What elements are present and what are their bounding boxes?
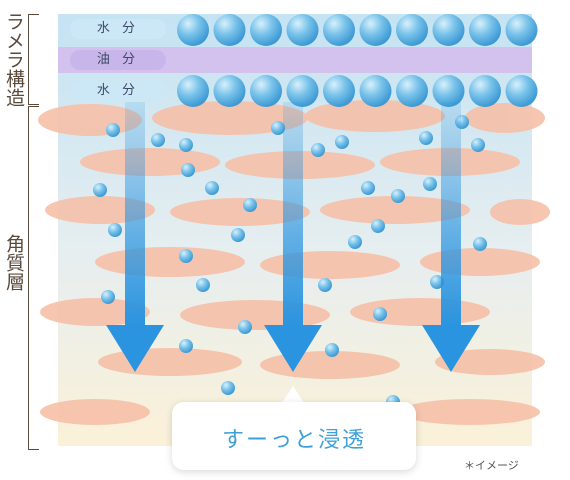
- water-bubble: [396, 14, 428, 46]
- penetration-arrow-right: [422, 102, 480, 372]
- cell: [40, 399, 150, 425]
- penetration-arrow-left: [106, 102, 164, 372]
- water-bubble: [286, 14, 319, 46]
- water-molecule: [181, 163, 195, 177]
- water-bubble: [505, 75, 538, 107]
- water-molecule: [430, 275, 444, 289]
- water-molecule: [423, 177, 437, 191]
- water-layer-label-bottom: 水 分: [70, 81, 166, 101]
- water-molecule: [473, 237, 487, 251]
- cell: [400, 399, 540, 425]
- water-molecule: [391, 189, 405, 203]
- water-bubble: [213, 14, 246, 46]
- water-bubble: [505, 14, 538, 46]
- cell: [80, 148, 220, 176]
- cell: [320, 196, 470, 224]
- cell: [490, 199, 550, 225]
- cell: [305, 100, 445, 132]
- water-bubble: [213, 75, 246, 107]
- cell: [260, 251, 400, 279]
- water-bubble: [323, 75, 355, 107]
- oil-layer-label: 油 分: [70, 50, 166, 70]
- water-molecule: [106, 123, 120, 137]
- cell: [420, 248, 540, 276]
- cell: [435, 349, 545, 375]
- stratum-bracket: [28, 106, 39, 450]
- cell: [98, 348, 242, 376]
- water-molecule: [196, 278, 210, 292]
- water-molecule: [419, 131, 433, 145]
- cell: [40, 298, 150, 326]
- water-molecule: [243, 198, 257, 212]
- water-molecule: [311, 143, 325, 157]
- cell: [170, 198, 310, 226]
- cell: [152, 101, 308, 135]
- penetration-arrows: [106, 102, 480, 372]
- water-bubble: [432, 14, 465, 46]
- water-molecule: [179, 339, 193, 353]
- water-molecule: [221, 381, 235, 395]
- water-bubble: [469, 14, 501, 46]
- water-molecule: [371, 219, 385, 233]
- water-bubble: [432, 75, 465, 107]
- water-molecule: [108, 223, 122, 237]
- water-bubble: [469, 75, 501, 107]
- water-molecule: [205, 181, 219, 195]
- water-molecule: [231, 228, 245, 242]
- water-molecule: [318, 278, 332, 292]
- water-molecule: [101, 290, 115, 304]
- lamellar-bracket: [28, 14, 39, 105]
- water-layer-label-top: 水 分: [70, 19, 166, 39]
- penetration-arrow-center: [264, 102, 322, 372]
- water-molecule: [179, 138, 193, 152]
- water-molecule: [348, 235, 362, 249]
- water-bubble: [396, 75, 428, 107]
- image-note: ＊イメージ: [464, 459, 519, 472]
- water-bubble: [323, 14, 355, 46]
- water-bubble: [359, 14, 392, 46]
- water-molecule: [373, 307, 387, 321]
- water-molecule: [471, 138, 485, 152]
- lamellar-structure-label: ラメラ構造: [3, 12, 25, 107]
- water-molecule: [179, 249, 193, 263]
- water-molecule: [271, 121, 285, 135]
- caption-text: すーっと浸透: [221, 428, 366, 453]
- water-molecules: [93, 115, 487, 409]
- water-molecule: [325, 343, 339, 357]
- stratum-corneum-label: 角質層: [3, 234, 25, 291]
- water-bubble: [177, 14, 209, 46]
- water-molecule: [238, 320, 252, 334]
- water-molecule: [151, 133, 165, 147]
- water-molecule: [335, 135, 349, 149]
- water-molecule: [361, 181, 375, 195]
- water-molecule: [93, 183, 107, 197]
- cell: [350, 298, 490, 326]
- water-bubble: [177, 75, 209, 107]
- water-bubble: [286, 75, 319, 107]
- caption-box: すーっと浸透: [172, 402, 416, 470]
- water-bubble: [250, 75, 282, 107]
- cell: [95, 247, 245, 277]
- cell: [465, 103, 545, 133]
- water-bubble: [359, 75, 392, 107]
- water-bubble-rows: [177, 14, 538, 107]
- water-bubble: [250, 14, 282, 46]
